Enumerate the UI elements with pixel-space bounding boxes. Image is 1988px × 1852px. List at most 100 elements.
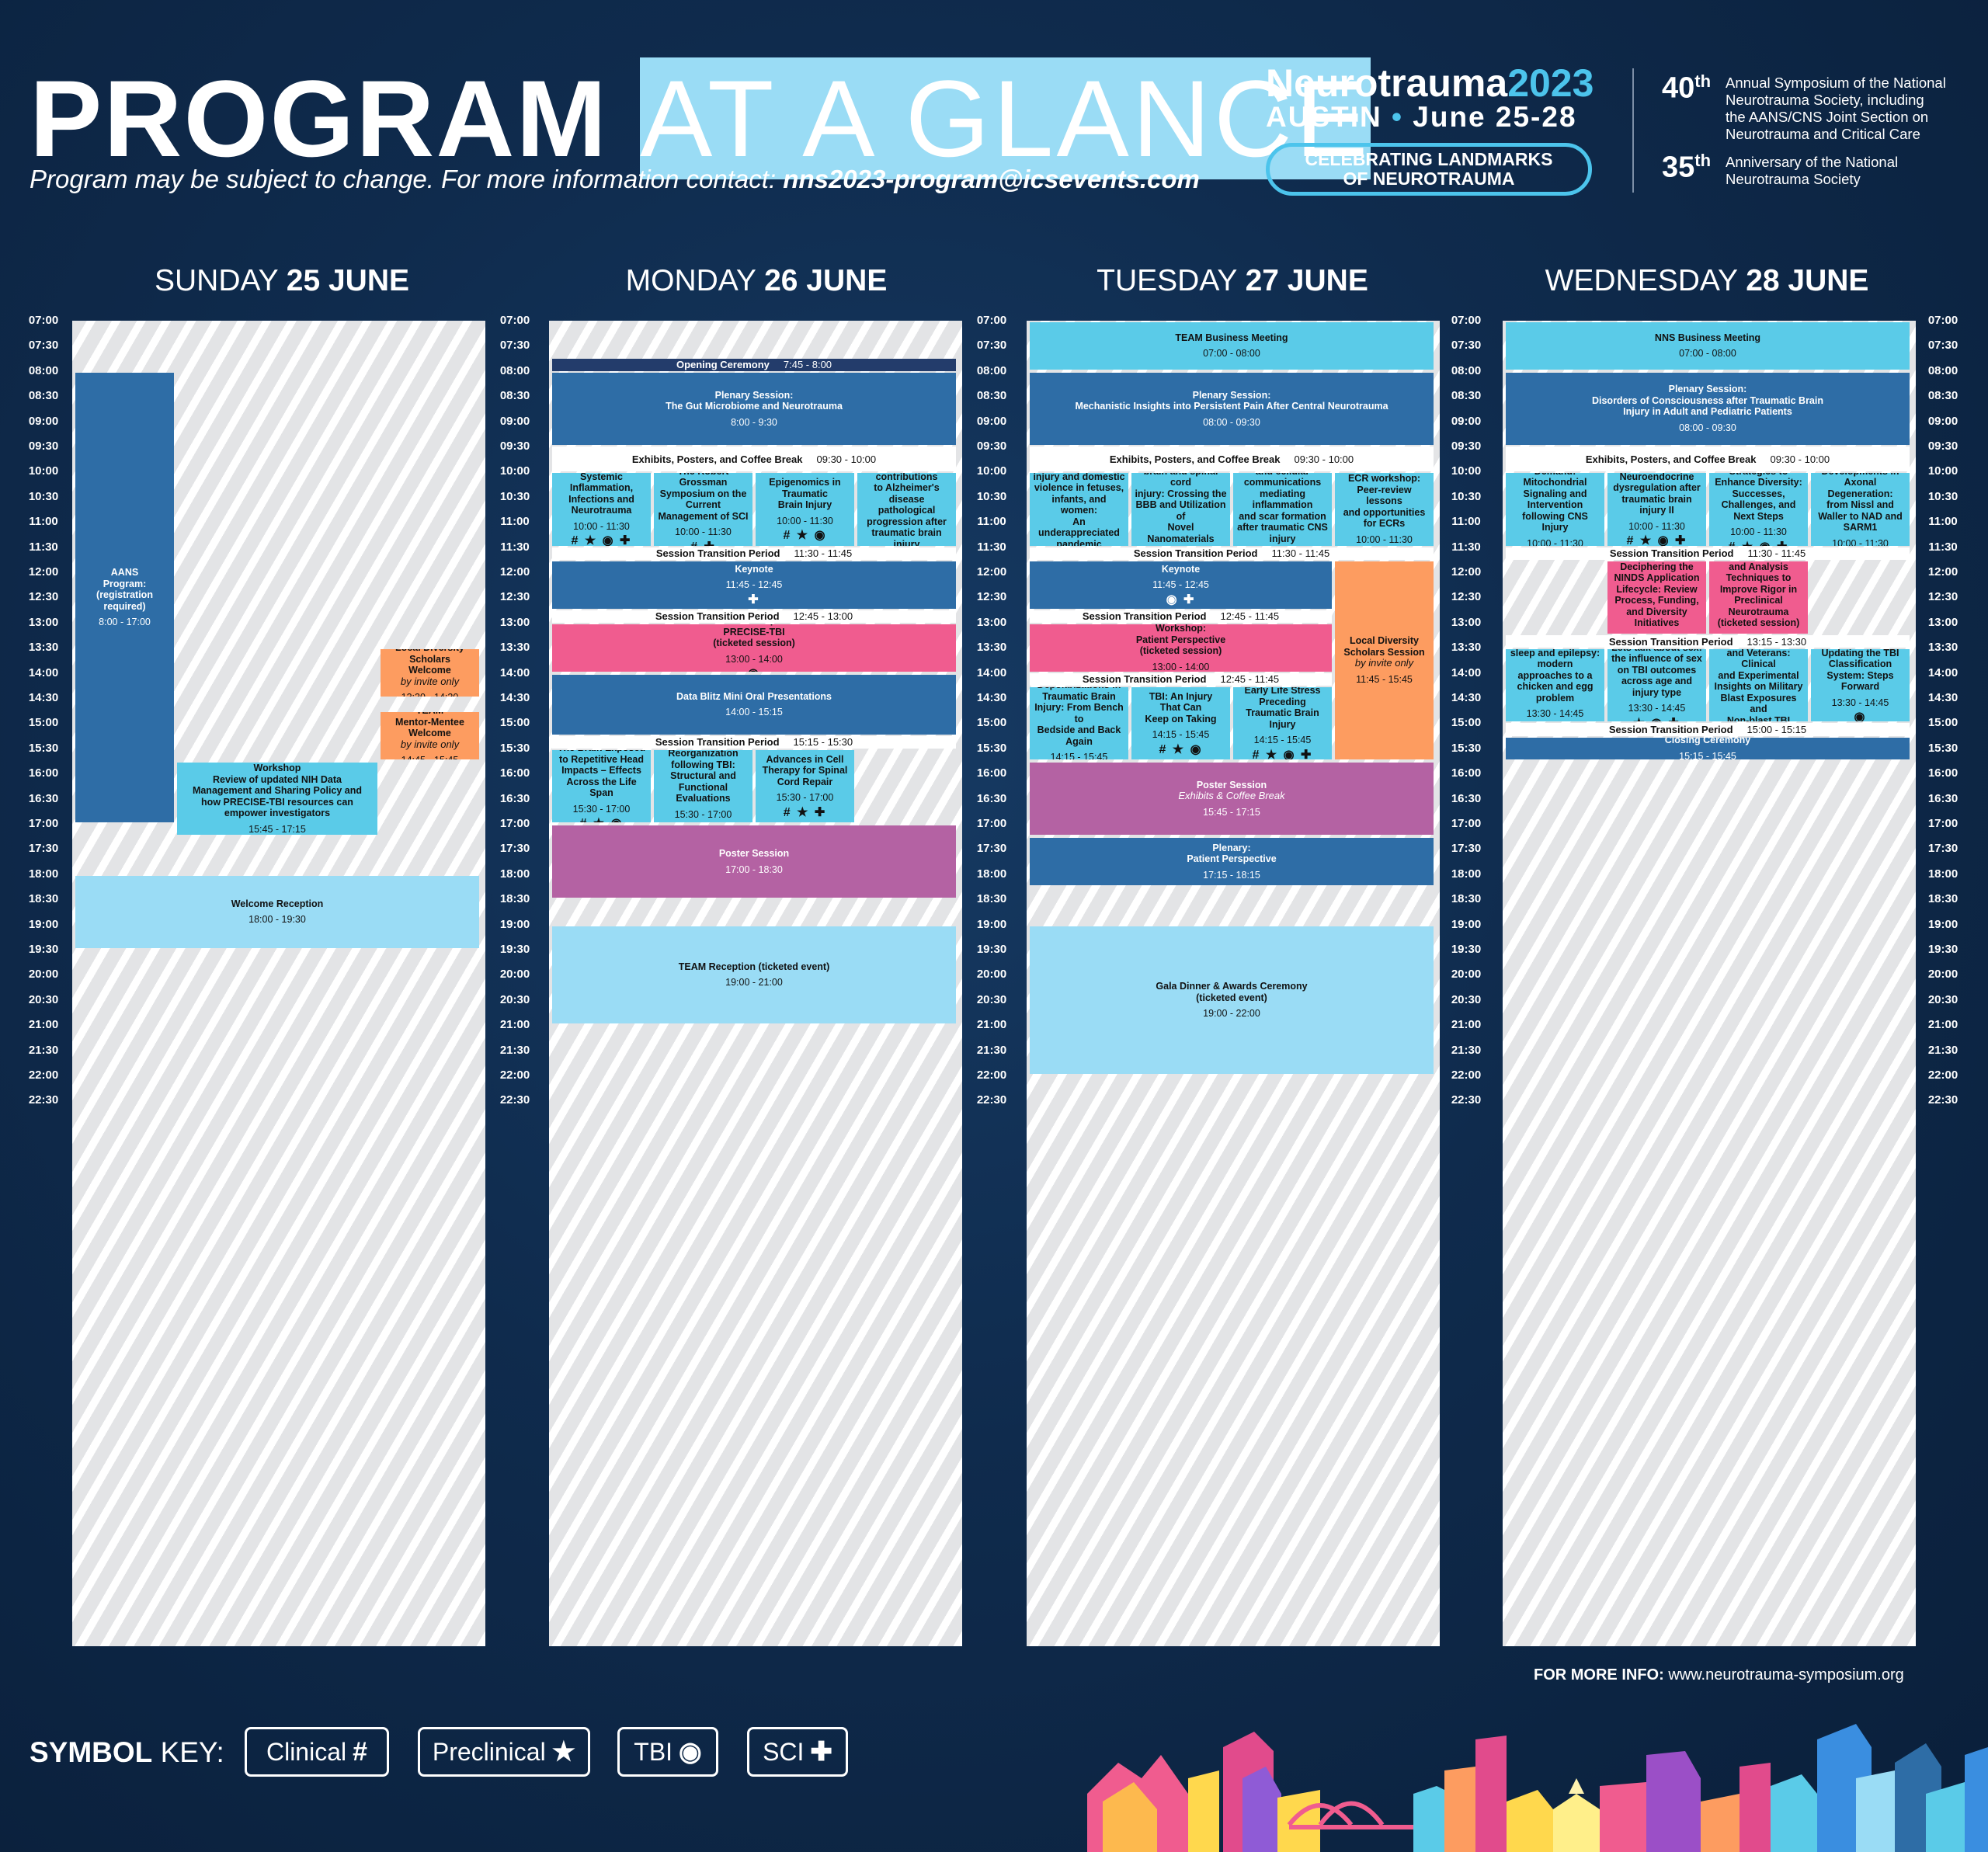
session-block[interactable]: Strategies to Enhance Diversity: Success… <box>1709 473 1808 546</box>
time-label: 14:30 <box>499 691 530 704</box>
session-time: 10:00 - 11:30 <box>1356 533 1413 545</box>
session-block[interactable]: Advances in Cell Therapy for Spinal Cord… <box>756 749 854 822</box>
time-label: 14:30 <box>1451 691 1482 704</box>
session-title: Recent Developments in Axonal Degenerati… <box>1818 473 1903 533</box>
session-time: 8:00 - 9:30 <box>731 416 777 428</box>
time-label: 16:00 <box>28 766 59 780</box>
time-label: 08:00 <box>1451 363 1482 377</box>
time-label: 10:30 <box>28 489 59 503</box>
time-label: 13:30 <box>499 641 530 655</box>
session-time: 14:15 - 15:45 <box>1253 735 1312 746</box>
session-symbols: ✚ <box>748 592 760 606</box>
session-time: 10:00 - 11:30 <box>1730 526 1787 538</box>
session-block[interactable]: Post-traumatic sleep and epilepsy: moder… <box>1506 649 1604 722</box>
key-clinical: Clinical# <box>245 1727 389 1777</box>
time-label: 22:30 <box>1927 1093 1958 1107</box>
time-label: 16:30 <box>1451 791 1482 805</box>
session-time: 13:00 - 14:00 <box>725 653 783 665</box>
time-label: 08:30 <box>976 389 1007 403</box>
time-label: 11:30 <box>500 540 530 554</box>
time-label: 20:30 <box>1927 992 1958 1006</box>
session-time: 15:30 - 17:00 <box>674 808 732 820</box>
session-block[interactable]: Examining the intersection of brain inju… <box>1030 473 1128 546</box>
session-title: Post-traumatic sleep and epilepsy: moder… <box>1510 649 1600 704</box>
session-block[interactable]: Reality of Neurotrauma in Service Member… <box>1709 649 1808 722</box>
session-block[interactable]: Workshop: PRECISE-TBI (ticketed session)… <box>552 624 956 672</box>
session-title: Local Diversity Scholars Session <box>1343 635 1425 658</box>
time-label: 22:00 <box>976 1068 1007 1082</box>
session-block[interactable]: Plenary Session:The Gut Microbiome and N… <box>552 372 956 445</box>
session-block[interactable]: Plenary Session:Mechanistic Insights int… <box>1030 372 1434 445</box>
time-label: 16:30 <box>499 791 530 805</box>
session-title: Keynote <box>1161 563 1201 575</box>
session-time: 10:00 - 11:30 <box>573 520 630 532</box>
session-block[interactable]: Therapeutic administration after brain a… <box>1131 473 1230 546</box>
session-block[interactable]: Systemic Inflammation, Infections and Ne… <box>552 473 651 546</box>
session-symbols: # ★ ◉ ✚ <box>1729 541 1789 546</box>
session-block[interactable]: AANS Program: (registration required)8:0… <box>75 372 174 822</box>
time-label: 19:30 <box>1451 943 1482 956</box>
session-block[interactable]: Workshop: Patient Perspective (ticketed … <box>1030 624 1332 672</box>
session-block[interactable]: Neuroendocrine dysregulation after traum… <box>1607 473 1706 546</box>
time-label: 10:30 <box>1451 489 1482 503</box>
time-label: 21:00 <box>1451 1018 1482 1032</box>
session-block[interactable]: Peripheral, central, and meningeal immun… <box>857 473 956 546</box>
session-block[interactable]: Early Life Stress Preceding Traumatic Br… <box>1233 686 1332 759</box>
time-label: 17:00 <box>1451 817 1482 830</box>
session-block[interactable]: The Brain Exposed to Repetitive Head Imp… <box>552 749 651 822</box>
time-label: 13:00 <box>499 615 530 629</box>
session-description: The Gut Microbiome and Neurotrauma <box>666 401 843 412</box>
session-title: Signaling mechanisms and cellular commun… <box>1237 473 1328 544</box>
session-block[interactable]: Updating the TBI Classification System: … <box>1811 649 1910 722</box>
session-block[interactable]: Workshop: Deciphering the NINDS Applicat… <box>1607 561 1706 634</box>
session-title: Cortical Spreading Depolarizations in Tr… <box>1034 687 1124 747</box>
website-link[interactable]: www.neurotrauma-symposium.org <box>1668 1666 1904 1683</box>
session-block[interactable]: Plenary Session: Disorders of Consciousn… <box>1506 372 1910 445</box>
break-title: Session Transition Period <box>1608 635 1733 648</box>
session-time: 13:30 - 14:45 <box>1831 697 1889 708</box>
session-block[interactable]: Signaling mechanisms and cellular commun… <box>1233 473 1332 546</box>
time-label: 07:30 <box>1927 339 1958 353</box>
time-label: 21:00 <box>976 1018 1007 1032</box>
session-block[interactable]: Supply and Demand: Mitochondrial Signali… <box>1506 473 1604 546</box>
session-title: Lets talk about sex: the influence of se… <box>1611 649 1702 698</box>
session-block[interactable]: TEAM Reception (ticketed event)19:00 - 2… <box>552 926 956 1024</box>
time-label: 20:00 <box>1927 968 1958 982</box>
session-block[interactable]: ECR workshop: Peer-review lessons and op… <box>1335 473 1434 546</box>
time-label: 21:30 <box>1451 1043 1482 1057</box>
session-block[interactable]: Cortical Spreading Depolarizations in Tr… <box>1030 686 1128 759</box>
time-label: 22:00 <box>499 1068 530 1082</box>
session-block[interactable]: Neural Circuit Reorganization following … <box>654 749 752 822</box>
time-label: 17:00 <box>499 817 530 830</box>
time-label: 21:00 <box>1927 1018 1958 1032</box>
session-block[interactable]: Gala Dinner & Awards Ceremony (ticketed … <box>1030 926 1434 1074</box>
session-block[interactable]: Lets talk about sex: the influence of se… <box>1607 649 1706 722</box>
session-time: 13:00 - 14:00 <box>1152 661 1210 672</box>
time-label: 09:30 <box>1451 440 1482 453</box>
contact-email-link[interactable]: nns2023-program@icsevents.com <box>783 165 1200 193</box>
session-block[interactable]: The Robert Grossman Symposium on the Cur… <box>654 473 752 546</box>
session-block[interactable]: Recent Developments in Axonal Degenerati… <box>1811 473 1910 546</box>
break-time: 15:15 - 15:30 <box>793 736 853 749</box>
break-time: 7:45 - 8:00 <box>783 359 832 371</box>
session-block[interactable]: Workshop: Data and Analysis Techniques t… <box>1709 561 1808 634</box>
session-title: Local Diversity Scholars Welcome <box>395 649 464 676</box>
